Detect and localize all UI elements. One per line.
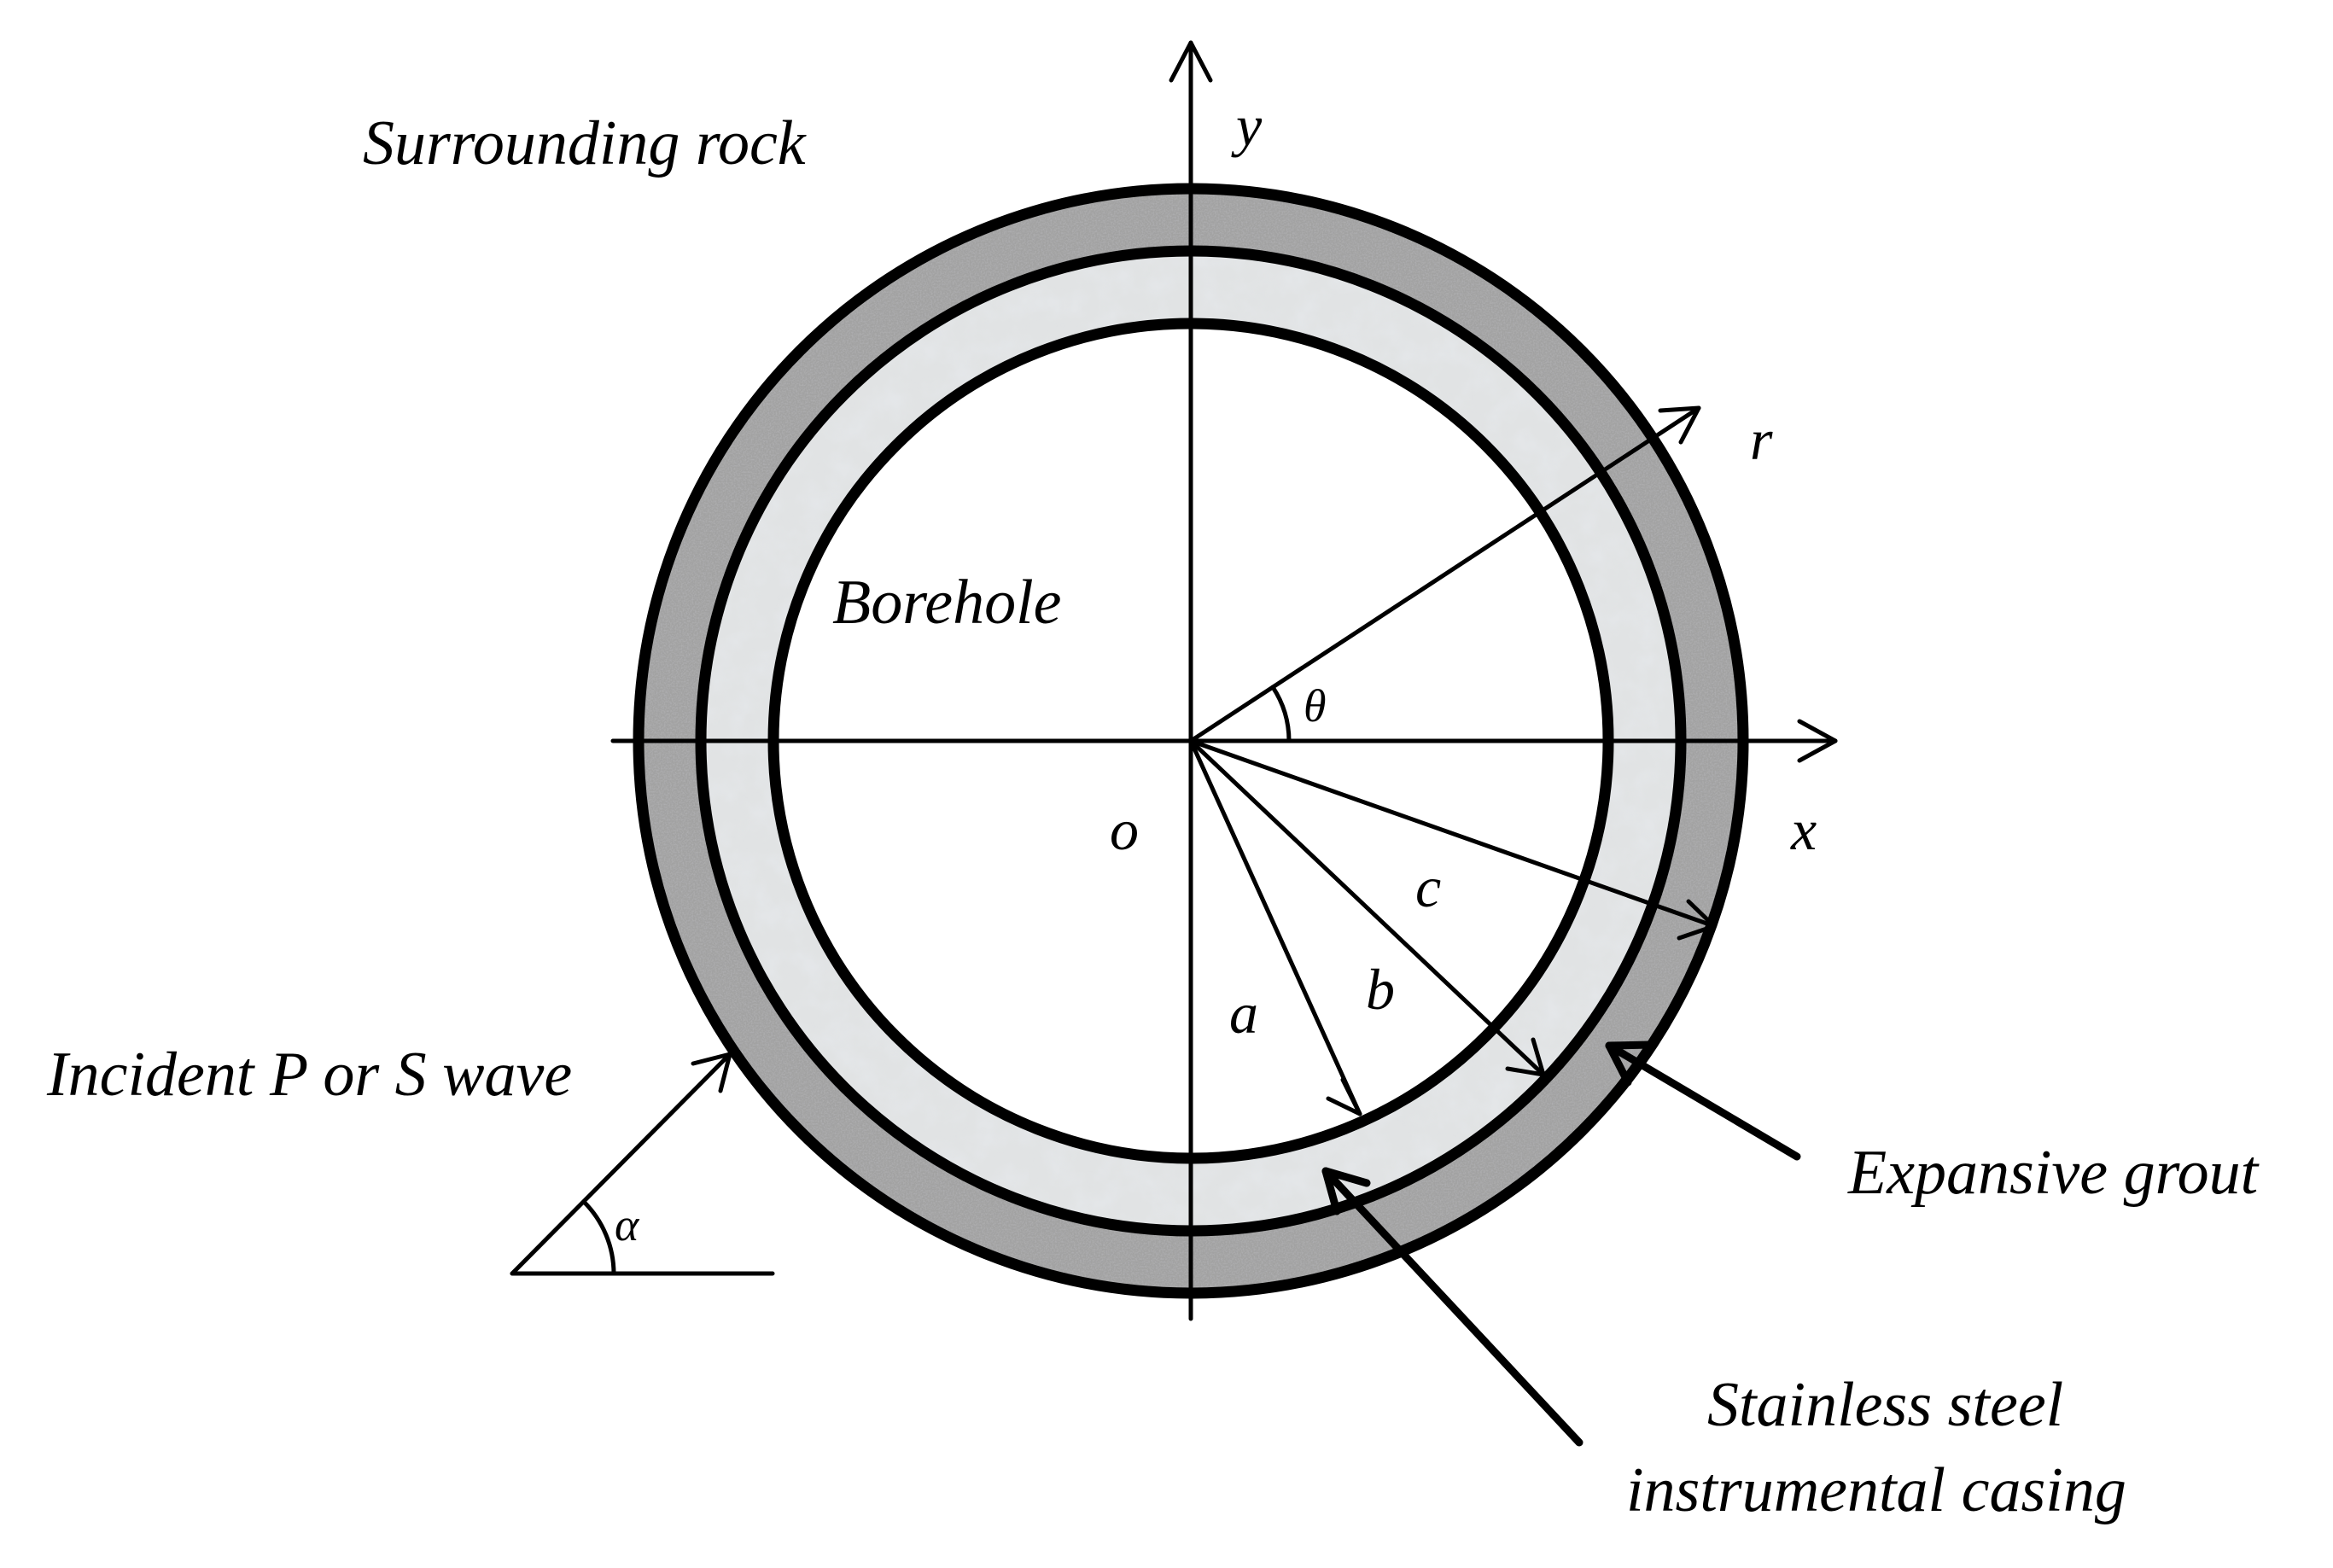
borehole-label: Borehole [832,568,1062,638]
alpha-arc [581,1199,616,1276]
radius-c-arrow [1188,738,1717,941]
radius-a-arrow [1188,738,1362,1116]
expansive-grout-leader [1605,1040,1801,1161]
casing-label-line1: Stainless steel [1707,1370,2063,1440]
origin-label: o [1110,797,1139,862]
x-axis [610,719,1838,763]
radius-a-label: a [1229,981,1258,1046]
casing-leader [1321,1167,1584,1447]
y-axis [1169,40,1213,1321]
y-axis-label: y [1231,93,1263,158]
theta-arc [1270,685,1292,743]
x-axis-label: x [1790,797,1817,862]
expansive-grout-label: Expansive grout [1847,1138,2260,1208]
radius-b-label: b [1366,957,1395,1022]
theta-label: θ [1304,680,1327,732]
r-ray [1188,405,1701,743]
radius-b-arrow [1188,738,1546,1077]
r-label: r [1750,407,1773,472]
incident-wave-arrow [510,1052,732,1276]
radius-c-label: c [1415,854,1441,919]
surrounding-rock-label: Surrounding rock [363,108,807,178]
alpha-label: α [615,1199,640,1250]
casing-label-line2: instrumental casing [1626,1455,2126,1525]
incident-wave-label: Incident P or S wave [46,1040,572,1110]
